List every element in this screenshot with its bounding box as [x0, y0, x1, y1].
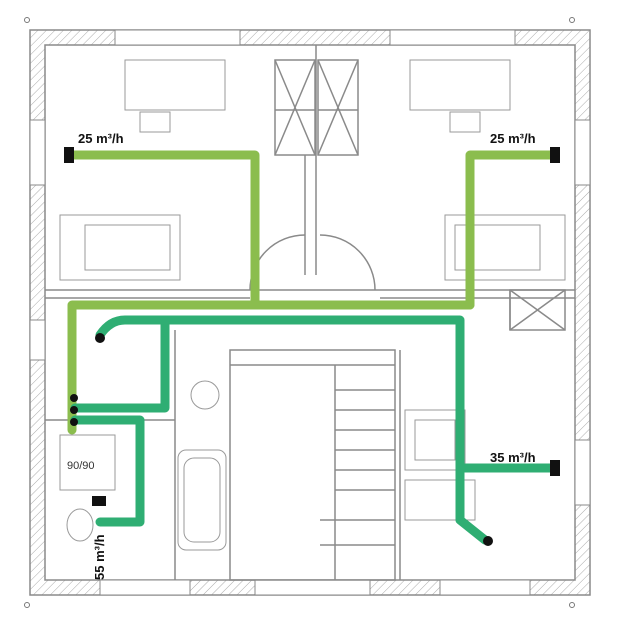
furniture: [59, 59, 566, 551]
extract-ducts: [70, 315, 560, 545]
duct-cap-round: [70, 418, 78, 426]
airflow-label-bottom-left: 55 m³/h: [92, 534, 107, 580]
duct-cap-round: [70, 406, 78, 414]
airflow-label-top-left: 25 m³/h: [78, 131, 124, 146]
duct-end-caps: [64, 147, 560, 546]
corner-markers: [24, 17, 575, 608]
shower-label: 90/90: [67, 460, 95, 472]
airflow-label-top-right: 25 m³/h: [490, 131, 536, 146]
duct-cap-round: [95, 333, 105, 343]
interior-walls: [45, 45, 575, 581]
outer-walls: [29, 29, 591, 596]
duct-cap-round: [70, 394, 78, 402]
duct-cap-right: [550, 460, 560, 476]
airflow-label-right: 35 m³/h: [490, 450, 536, 465]
duct-cap-top-left: [64, 147, 74, 163]
duct-cap-top-right: [550, 147, 560, 163]
duct-cap-round: [483, 536, 493, 546]
windows: [29, 29, 591, 596]
duct-cap-bottom-left: [92, 496, 106, 506]
